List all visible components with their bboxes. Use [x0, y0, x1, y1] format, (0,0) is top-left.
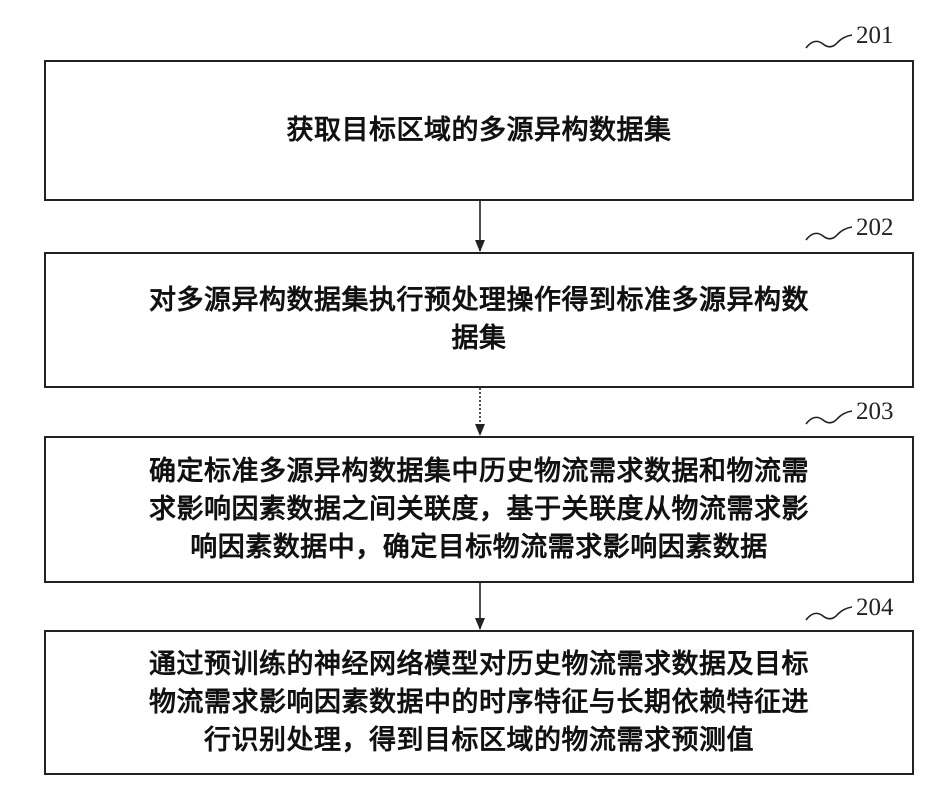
leader-203 [806, 411, 852, 424]
leader-201 [806, 35, 852, 48]
leader-204 [806, 607, 852, 620]
leader-202 [806, 227, 852, 240]
